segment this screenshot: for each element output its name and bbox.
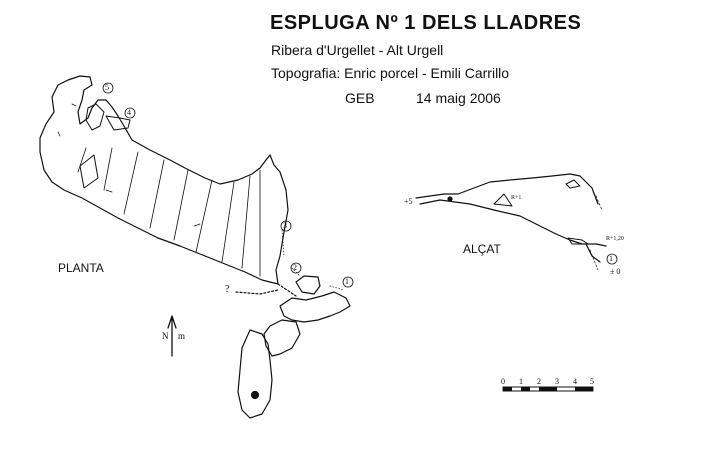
elevation-end-depth: ± 0 [610,267,621,276]
location-text: Ribera d'Urgellet - Alt Urgell [271,42,444,58]
plan-section-lines [77,147,261,277]
elevation-start-mark [447,196,453,202]
plan-station-4-chamber [105,115,131,131]
plan-entrance-chamber [85,103,105,131]
scale-tick-5: 5 [590,377,594,386]
elevation-floor [419,199,607,263]
plan-station-dots [281,229,345,291]
topography-credits: Topografia: Enric porcel - Emili Carrill… [271,65,510,81]
north-label: N [162,331,169,341]
station-3-circle [280,220,292,232]
station-2-circle [290,262,302,274]
plan-label: PLANTA [58,261,104,275]
plan-arrow-marks [57,103,201,227]
plan-pit-mark [250,390,260,400]
plan-passage-link [235,283,297,297]
scale-tick-0: 0 [501,377,505,386]
elevation-cone [493,193,513,207]
scale-tick-3: 3 [555,377,559,386]
plan-lower-chamber [237,329,273,419]
station-2-label: 2 [293,263,297,272]
elevation-pit-depth: R+1,20 [606,236,624,242]
elevation-end-shape [565,179,581,189]
map-title: ESPLUGA Nº 1 DELS LLADRES [270,12,582,34]
scale-bar-blocks [503,387,593,391]
station-4-label: 4 [127,108,131,117]
elevation-station-1-circle [606,253,618,265]
station-5-label: 5 [105,83,109,92]
elevation-label: ALÇAT [463,242,501,256]
station-1-label: 1 [345,277,349,286]
elevation-station-1-label: 1 [609,254,613,263]
station-4-circle [124,107,136,119]
plan-passage-station-1 [279,291,351,323]
plan-rock-block [79,154,99,189]
elevation-ceiling [415,173,599,205]
survey-date: 14 maig 2006 [416,90,501,106]
elevation-pit-lip [567,237,589,245]
station-3-label: 3 [283,221,287,230]
elevation-mid-depth: R+1 [511,195,522,201]
north-arrow [167,315,177,357]
plan-lower-corridor [263,319,301,357]
elevation-start-depth: +5 [404,197,413,206]
plan-main-gallery [39,75,289,285]
unknown-mark: ? [225,284,230,295]
plan-passage-station-2 [295,275,321,295]
scale-tick-4: 4 [573,377,577,386]
station-1-circle [342,276,354,288]
scale-tick-2: 2 [537,377,541,386]
north-unit-label: m [178,331,186,341]
scale-tick-1: 1 [519,377,523,386]
group-name: GEB [345,90,375,106]
station-5-circle [102,82,114,94]
elevation-dashes [589,195,603,271]
